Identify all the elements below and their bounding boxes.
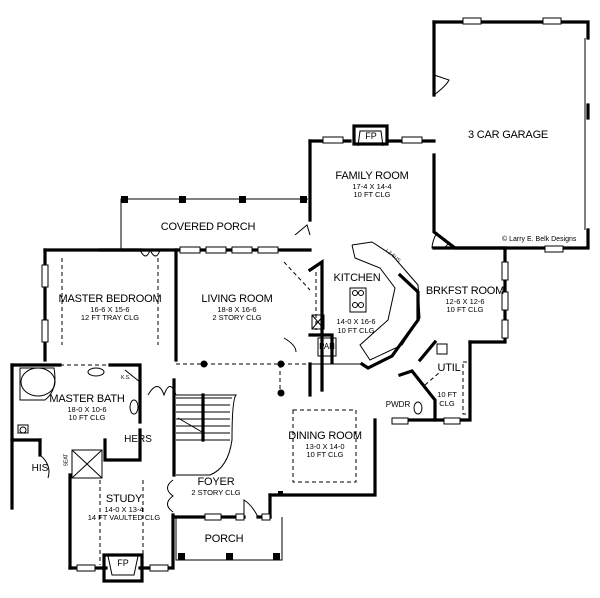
utility-ceiling-label: 10 FT CLG bbox=[437, 390, 457, 408]
study-name: STUDY bbox=[105, 493, 143, 505]
study-label: STUDY 14-0 X 13-4 14 FT VAULTED CLG bbox=[88, 493, 161, 523]
breakfast-room-walls bbox=[432, 246, 509, 344]
seat-label: SEAT bbox=[63, 453, 70, 467]
porch-name: PORCH bbox=[204, 533, 244, 545]
kitchen-dims: 14-0 X 16-6 bbox=[336, 317, 376, 326]
dining-room-dims: 13-0 X 14-0 bbox=[305, 441, 345, 451]
family-room-walls bbox=[294, 124, 436, 236]
study-fireplace-label: FP bbox=[117, 558, 129, 568]
master-bath-walls bbox=[10, 363, 142, 510]
breakfast-room-name: BRKFST ROOM bbox=[425, 285, 505, 297]
covered-porch-name: COVERED PORCH bbox=[160, 221, 256, 233]
foyer-name: FOYER bbox=[197, 476, 235, 488]
utility-room-label: UTIL bbox=[437, 362, 460, 375]
foyer-porch-walls bbox=[174, 493, 283, 561]
study-dims: 14-0 X 13-4 bbox=[104, 504, 144, 514]
kitchen-dims-label: 14-0 X 16-6 10 FT CLG bbox=[336, 317, 376, 335]
breakfast-room-ceiling: 10 FT CLG bbox=[446, 305, 484, 315]
kitchen-name: KITCHEN bbox=[333, 272, 381, 284]
living-room-name: LIVING ROOM bbox=[201, 293, 273, 305]
living-room-ceiling: 2 STORY CLG bbox=[212, 313, 262, 323]
kitchen-walls bbox=[307, 241, 421, 392]
living-room-label: LIVING ROOM 18-8 X 16-6 2 STORY CLG bbox=[201, 293, 272, 323]
study-ceiling: 14 FT VAULTED CLG bbox=[87, 513, 161, 523]
family-fireplace-label: FP bbox=[365, 131, 377, 141]
master-bedroom-name: MASTER BEDROOM bbox=[58, 293, 162, 305]
master-bedroom-ceiling: 12 FT TRAY CLG bbox=[80, 313, 140, 323]
knee-space-label: K.S. bbox=[121, 375, 131, 381]
family-room-dims: 17-4 X 14-4 bbox=[352, 181, 392, 191]
master-bedroom-dims: 16-6 X 15-6 bbox=[90, 304, 130, 314]
utility-ceiling-line1: 10 FT bbox=[437, 390, 457, 399]
master-bath-ceiling: 10 FT CLG bbox=[68, 413, 106, 423]
study-walls bbox=[68, 473, 175, 583]
master-bedroom-label: MASTER BEDROOM 16-6 X 15-6 12 FT TRAY CL… bbox=[59, 293, 162, 323]
master-bath-label: MASTER BATH 18-0 X 10-6 10 FT CLG bbox=[49, 393, 124, 423]
dining-room-ceiling: 10 FT CLG bbox=[306, 450, 344, 460]
breakfast-room-dims: 12-6 X 12-6 bbox=[445, 296, 485, 306]
master-bath-name: MASTER BATH bbox=[49, 393, 125, 405]
kitchen-label: KITCHEN bbox=[334, 272, 381, 285]
hers-closet-label: HERS bbox=[124, 434, 152, 445]
garage-label: 3 CAR GARAGE bbox=[468, 129, 548, 142]
living-room-walls bbox=[176, 261, 311, 397]
porch-label: PORCH bbox=[205, 533, 244, 546]
powder-room-label: PWDR bbox=[385, 400, 411, 409]
utility-powder-walls bbox=[391, 339, 472, 425]
dining-room-walls bbox=[268, 362, 377, 497]
foyer-label: FOYER 2 STORY CLG bbox=[191, 476, 240, 497]
family-room-ceiling: 10 FT CLG bbox=[353, 190, 391, 200]
master-bedroom-walls bbox=[41, 248, 178, 362]
utility-room-name: UTIL bbox=[437, 362, 461, 374]
foyer-ceiling: 2 STORY CLG bbox=[191, 487, 241, 497]
family-room-name: FAMILY ROOM bbox=[335, 170, 409, 182]
dining-room-label: DINING ROOM 13-0 X 14-0 10 FT CLG bbox=[288, 430, 362, 460]
dining-room-name: DINING ROOM bbox=[288, 430, 362, 442]
family-room-label: FAMILY ROOM 17-4 X 14-4 10 FT CLG bbox=[335, 170, 408, 200]
staircase bbox=[147, 378, 238, 477]
living-room-dims: 18-8 X 16-6 bbox=[217, 304, 257, 314]
covered-porch-label: COVERED PORCH bbox=[161, 221, 256, 234]
utility-ceiling-line2: CLG bbox=[439, 398, 455, 408]
copyright-credit: © Larry E. Belk Designs bbox=[502, 236, 577, 243]
garage-name: 3 CAR GARAGE bbox=[467, 129, 549, 141]
kitchen-ceiling: 10 FT CLG bbox=[337, 325, 375, 335]
master-bath-dims: 18-0 X 10-6 bbox=[67, 404, 107, 414]
pantry-label: PAN bbox=[319, 342, 335, 351]
breakfast-room-label: BRKFST ROOM 12-6 X 12-6 10 FT CLG bbox=[426, 285, 504, 315]
his-closet-label: HIS bbox=[31, 463, 49, 474]
